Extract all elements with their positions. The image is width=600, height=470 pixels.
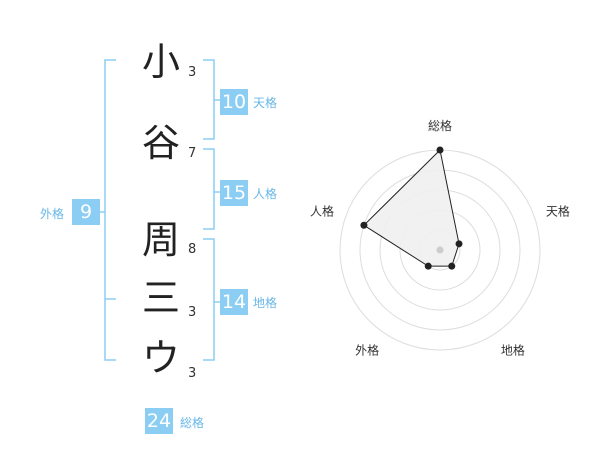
jinkaku-badge: 15	[220, 180, 248, 206]
radar-point-3	[448, 262, 456, 270]
radar-point-1	[436, 146, 444, 154]
radar-center-point	[436, 246, 444, 254]
tenkaku-badge: 10	[220, 89, 248, 115]
name-char-2: 谷	[141, 121, 180, 165]
radar-data-polygon	[363, 148, 460, 267]
gaikaku-bracket	[104, 59, 116, 361]
soukaku-badge: 24	[145, 408, 173, 434]
stroke-count-2: 7	[188, 146, 197, 161]
name-char-3: 周	[141, 218, 180, 262]
jinkaku-label: 人格	[253, 187, 278, 201]
jinkaku-bracket	[203, 148, 215, 230]
chikaku-badge: 14	[220, 289, 248, 315]
radar-axis-label: 人格	[310, 204, 334, 219]
radar-point-5	[360, 221, 368, 229]
gaikaku-label: 外格	[40, 207, 65, 221]
radar-axis-label: 天格	[546, 204, 570, 219]
name-char-5: ウ	[141, 336, 180, 380]
stroke-count-4: 3	[188, 305, 197, 320]
soukaku-label: 総格	[180, 416, 205, 430]
radar-axis-label: 総格	[428, 118, 452, 133]
name-char-1: 小	[141, 40, 180, 84]
stroke-count-5: 3	[188, 366, 197, 381]
radar-axis-label: 外格	[355, 342, 379, 357]
stroke-count-1: 3	[188, 65, 197, 80]
chikaku-label: 地格	[253, 296, 278, 310]
radar-axis-label: 地格	[501, 342, 525, 357]
name-char-4: 三	[141, 276, 180, 320]
chikaku-bracket	[203, 238, 215, 361]
gaikaku-badge: 9	[72, 199, 100, 225]
radar-point-4	[424, 262, 432, 270]
radar-point-2	[455, 240, 463, 248]
tenkaku-label: 天格	[253, 96, 278, 110]
stroke-count-3: 8	[188, 242, 197, 257]
